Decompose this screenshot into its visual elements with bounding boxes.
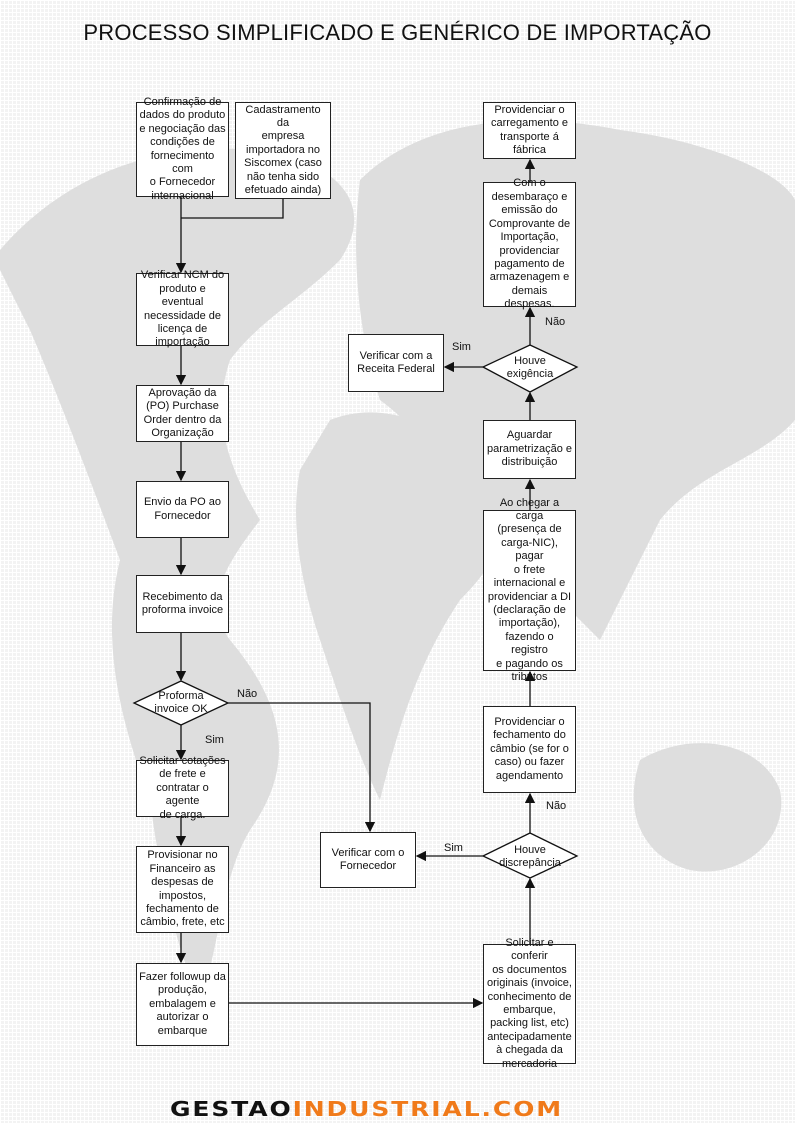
label-nao: Não [546, 800, 567, 812]
step-cadastramento: Cadastramento da empresa importadora no … [235, 102, 331, 199]
step-carregamento: Providenciar o carregamento e transporte… [483, 102, 576, 159]
step-desembaraco: Com o desembaraço e emissão do Comprovan… [483, 177, 576, 310]
step-confirmacao: Confirmação de dados do produto e negoci… [136, 96, 229, 202]
step-recebimento-proforma: Recebimento da proforma invoice [136, 575, 229, 633]
step-cotacoes-frete: Solicitar cotações de frete e contratar … [136, 755, 229, 821]
decision-discrepancia-text: Houve discrepância [499, 844, 561, 869]
step-aprovacao-po: Aprovação da (PO) Purchase Order dentro … [136, 385, 229, 442]
decision-exigencia-text: Houve exigência [506, 355, 554, 380]
decision-proforma-text: Proforma invoice OK [154, 690, 208, 715]
logo-part-1: GESTAO [170, 1097, 293, 1121]
step-aguardar: Aguardar parametrização e distribuição [483, 420, 576, 479]
step-fechamento-cambio: Providenciar o fechamento do câmbio (se … [483, 706, 576, 793]
label-nao: Não [545, 316, 566, 328]
step-documentos: Solicitar e conferir os documentos origi… [483, 937, 576, 1070]
step-verificar-ncm: Verificar NCM do produto e eventual nece… [136, 269, 229, 348]
step-receita-federal: Verificar com a Receita Federal [348, 334, 444, 392]
label-sim: Sim [452, 341, 471, 353]
label-sim: Sim [444, 842, 463, 854]
decision-proforma-ok [132, 680, 230, 726]
label-nao: Não [237, 688, 258, 700]
decision-exigencia [481, 344, 579, 393]
step-verificar-fornecedor: Verificar com o Fornecedor [320, 832, 416, 888]
decision-discrepancia [481, 832, 579, 879]
step-envio-po: Envio da PO ao Fornecedor [136, 481, 229, 538]
gestao-industrial-logo: GESTAOINDUSTRIAL.COM [170, 1097, 563, 1121]
step-chegada-carga: Ao chegar a carga (presença de carga-NIC… [483, 497, 576, 683]
step-followup: Fazer followup da produção, embalagem e … [136, 963, 229, 1046]
page-title: PROCESSO SIMPLIFICADO E GENÉRICO DE IMPO… [83, 20, 712, 45]
label-sim: Sim [205, 734, 224, 746]
logo-part-2: INDUSTRIAL.COM [292, 1097, 563, 1121]
step-provisionar: Provisionar no Financeiro as despesas de… [136, 846, 229, 933]
